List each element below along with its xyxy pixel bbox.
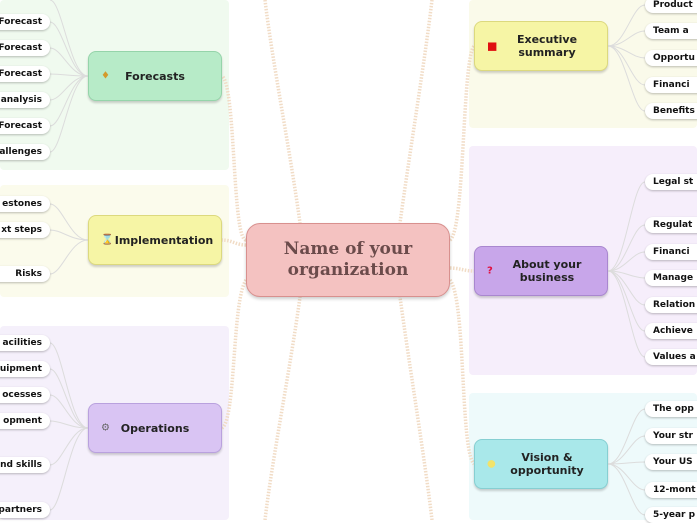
implementation-item[interactable]: xt steps (0, 222, 50, 238)
vision-item[interactable]: Your US (645, 454, 697, 470)
vision-node[interactable]: ● Vision & opportunity (474, 439, 608, 489)
forecasts-item[interactable]: Forecast (0, 118, 50, 134)
executive-summary-label: Executive summary (516, 33, 578, 59)
about-business-item[interactable]: Achieve (645, 323, 697, 339)
forecasts-item[interactable]: Forecast (0, 66, 50, 82)
vision-item[interactable]: 12-mont (645, 482, 697, 498)
operations-item[interactable]: acilities (0, 335, 50, 351)
forecasts-node[interactable]: ♦ Forecasts (88, 51, 222, 101)
question-icon: ? (487, 265, 493, 277)
red-square-icon: ■ (487, 39, 498, 53)
operations-label: Operations (120, 421, 190, 435)
executive-summary-item[interactable]: Opportu (645, 50, 697, 66)
operations-item[interactable]: nd skills (0, 457, 50, 473)
about-business-item[interactable]: Values a (645, 349, 697, 365)
operations-item[interactable]: ocesses (0, 387, 50, 403)
vision-item[interactable]: The opp (645, 401, 697, 417)
about-business-item[interactable]: Relation (645, 297, 697, 313)
executive-summary-node[interactable]: ■ Executive summary (474, 21, 608, 71)
about-business-node[interactable]: ? About your business (474, 246, 608, 296)
operations-item[interactable]: opment (0, 413, 50, 429)
about-business-item[interactable]: Regulat (645, 217, 697, 233)
hourglass-icon: ⌛ (101, 234, 114, 246)
implementation-node[interactable]: ⌛ Implementation (88, 215, 222, 265)
operations-item[interactable]: uipment (0, 361, 50, 377)
implementation-item[interactable]: estones (0, 196, 50, 212)
implementation-item[interactable]: Risks (0, 266, 50, 282)
executive-summary-item[interactable]: Product (645, 0, 697, 13)
about-business-label: About your business (512, 258, 582, 284)
gear-icon: ⚙ (101, 422, 110, 434)
implementation-label: Implementation (114, 233, 214, 247)
operations-item[interactable]: partners (0, 502, 50, 518)
lightbulb-icon: ● (487, 458, 496, 470)
central-topic[interactable]: Name of your organization (246, 223, 450, 297)
executive-summary-item[interactable]: Team a (645, 23, 697, 39)
forecasts-item[interactable]: Forecast (0, 40, 50, 56)
executive-summary-item[interactable]: Financi (645, 77, 697, 93)
vision-label: Vision & opportunity (510, 451, 584, 477)
vision-item[interactable]: Your str (645, 428, 697, 444)
forecasts-item[interactable]: Forecast (0, 14, 50, 30)
forecasts-item[interactable]: analysis (0, 92, 50, 108)
operations-node[interactable]: ⚙ Operations (88, 403, 222, 453)
vision-item[interactable]: 5-year p (645, 507, 697, 523)
about-business-item[interactable]: Financi (645, 244, 697, 260)
executive-summary-item[interactable]: Benefits (645, 103, 697, 119)
forecasts-item[interactable]: allenges (0, 144, 50, 160)
about-business-item[interactable]: Legal st (645, 174, 697, 190)
moneybag-icon: ♦ (101, 70, 110, 82)
forecasts-label: Forecasts (125, 69, 185, 83)
about-business-item[interactable]: Manage (645, 270, 697, 286)
